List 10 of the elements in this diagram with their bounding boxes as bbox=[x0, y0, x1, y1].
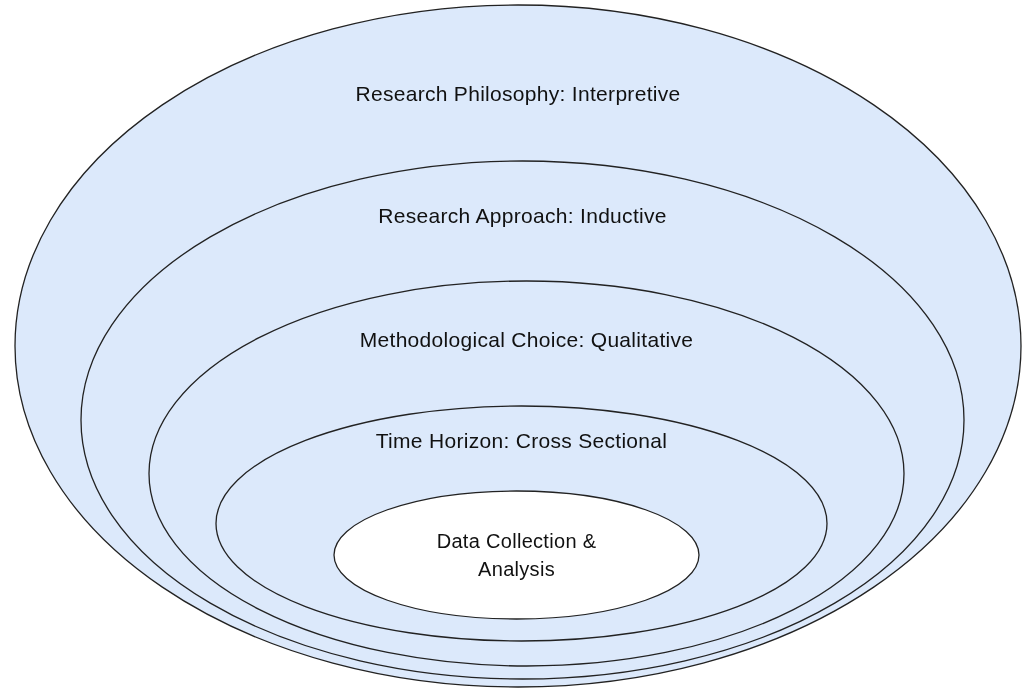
ellipse-layer bbox=[333, 490, 700, 620]
ellipse-layer bbox=[215, 405, 828, 642]
layer-label: Data Collection & Analysis bbox=[435, 529, 598, 582]
layer-label: Research Philosophy: Interpretive bbox=[355, 82, 681, 106]
layer-label: Methodological Choice: Qualitative bbox=[359, 328, 694, 352]
ellipse-layer bbox=[148, 280, 905, 667]
layer-label: Research Approach: Inductive bbox=[378, 204, 667, 228]
ellipse-layer bbox=[80, 160, 965, 680]
layer-label: Time Horizon: Cross Sectional bbox=[375, 429, 668, 453]
ellipse-layer bbox=[14, 4, 1022, 688]
